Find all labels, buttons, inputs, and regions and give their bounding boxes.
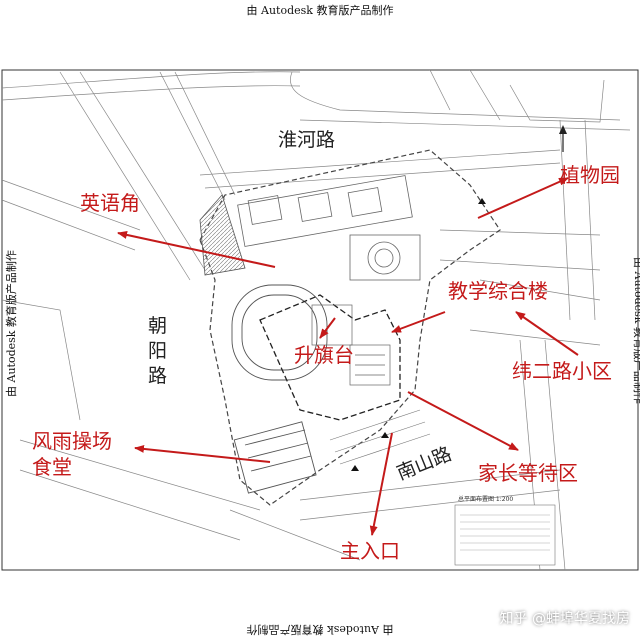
gym-canteen-block — [233, 421, 317, 494]
road-label-huaihe: 淮河路 — [278, 129, 335, 151]
road-label-nanshan: 南山路 — [394, 443, 455, 485]
label-teaching-building: 教学综合楼 — [448, 279, 548, 303]
annotation-arrows — [117, 177, 579, 536]
arrow-english-corner — [117, 230, 276, 268]
label-wei2-community: 纬二路小区 — [512, 359, 612, 383]
parking-rows — [329, 409, 431, 465]
central-garden — [349, 234, 421, 281]
road-label-chaoyang-3: 路 — [148, 365, 167, 387]
north-arrow — [559, 125, 567, 152]
legend-title: 总平面布置图 1:200 — [458, 495, 513, 503]
courtyard-details — [311, 304, 391, 386]
label-canteen: 食堂 — [32, 455, 72, 479]
arrow-teaching-building — [391, 311, 446, 333]
teaching-complex-outline — [259, 294, 401, 421]
legend-table: 总平面布置图 1:200 — [454, 495, 556, 566]
north-building — [237, 175, 413, 247]
arrow-flag-platform — [319, 317, 336, 339]
road-label-chaoyang-2: 阳 — [148, 340, 167, 362]
arrow-playground — [134, 444, 271, 463]
label-parent-waiting: 家长等待区 — [478, 461, 578, 485]
label-botanical-garden: 植物园 — [560, 163, 620, 187]
label-playground: 风雨操场 — [32, 429, 112, 453]
arrow-wei2-community — [515, 311, 579, 356]
label-flag-platform: 升旗台 — [294, 343, 354, 367]
label-english-corner: 英语角 — [80, 191, 140, 215]
source-credit: 知乎 @蚌埠华夏找房 — [499, 611, 630, 627]
drawing-frame — [1, 69, 639, 571]
site-boundary — [199, 149, 501, 506]
arrow-botanical-garden — [477, 177, 569, 219]
arrow-parent-waiting — [407, 391, 519, 451]
entrance-markers — [351, 198, 486, 471]
arrow-main-entrance — [369, 432, 393, 536]
english-corner-area — [199, 194, 246, 276]
label-main-entrance: 主入口 — [340, 539, 400, 563]
watermark-top: 由 Autodesk 教育版产品制作 — [246, 4, 394, 17]
road-label-chaoyang-1: 朝 — [148, 315, 167, 337]
